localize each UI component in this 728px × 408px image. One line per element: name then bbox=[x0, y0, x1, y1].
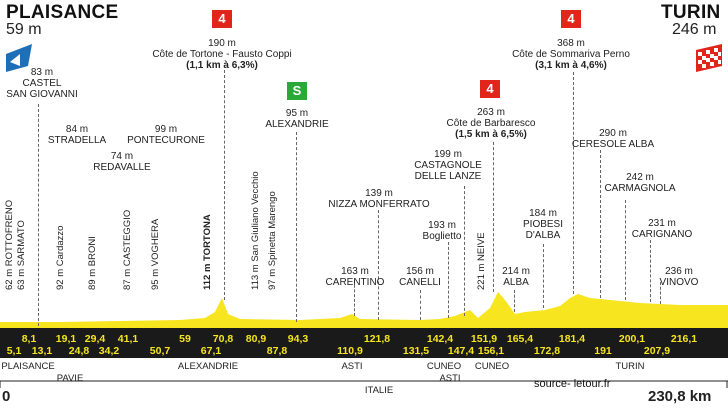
marker-line bbox=[600, 150, 602, 298]
km-marker: 5,1 bbox=[6, 345, 22, 357]
vertical-waypoint-label: 89 m BRONI bbox=[87, 236, 98, 290]
vertical-waypoint-label: 92 m Cardazzo bbox=[55, 225, 66, 290]
marker-line bbox=[354, 280, 356, 316]
region-label: CUNEO bbox=[426, 361, 462, 372]
road-band bbox=[0, 326, 728, 358]
km-marker: 41,1 bbox=[117, 333, 139, 345]
vertical-waypoint-label: 62 m ROTTOFRENO bbox=[4, 199, 15, 290]
km-marker: 207,9 bbox=[643, 345, 671, 357]
sprint-badge: S bbox=[287, 82, 307, 100]
km-marker: 110,9 bbox=[337, 345, 363, 357]
marker-line bbox=[378, 210, 380, 320]
km-marker: 181,4 bbox=[558, 333, 586, 345]
km-marker: 80,9 bbox=[245, 333, 267, 345]
marker-line bbox=[296, 132, 298, 322]
km-marker: 50,7 bbox=[149, 345, 171, 357]
marker-line bbox=[38, 104, 40, 326]
km-marker: 172,8 bbox=[533, 345, 561, 357]
marker-line bbox=[573, 72, 575, 294]
start-altitude: 59 m bbox=[6, 21, 42, 38]
km-marker: 70,8 bbox=[212, 333, 234, 345]
km-marker: 121,8 bbox=[363, 333, 391, 345]
region-label: PLAISANCE bbox=[1, 361, 55, 372]
region-label: ASTI bbox=[439, 373, 461, 384]
marker-line bbox=[420, 290, 422, 320]
marker-line bbox=[660, 282, 662, 304]
km-marker: 191 bbox=[594, 345, 612, 357]
axis-start: 0 bbox=[2, 388, 11, 405]
climb-category-badge: 4 bbox=[561, 10, 581, 28]
km-marker: 94,3 bbox=[287, 333, 309, 345]
km-marker: 24,8 bbox=[68, 345, 90, 357]
km-marker: 147,4 bbox=[447, 345, 475, 357]
start-city: PLAISANCE bbox=[6, 2, 119, 23]
km-marker: 142,4 bbox=[426, 333, 454, 345]
marker-line bbox=[448, 242, 450, 318]
marker-line bbox=[543, 244, 545, 308]
vertical-waypoint-label: 113 m San Giuliano Vecchio bbox=[250, 171, 261, 290]
marker-line bbox=[493, 142, 495, 292]
km-marker: 151,9 bbox=[470, 333, 498, 345]
km-marker: 59 bbox=[179, 333, 191, 345]
start-flag-icon bbox=[6, 44, 32, 72]
km-marker: 13,1 bbox=[31, 345, 53, 357]
region-label: ASTI bbox=[341, 361, 363, 372]
region-label: PAVIE bbox=[56, 373, 84, 384]
vertical-waypoint-label: 221 m NEIVE bbox=[476, 232, 487, 290]
marker-line bbox=[514, 290, 516, 312]
vertical-waypoint-label: 112 m TORTONA bbox=[202, 214, 213, 290]
km-marker: 34,2 bbox=[98, 345, 120, 357]
km-marker: 67,1 bbox=[200, 345, 222, 357]
finish-flag-icon bbox=[696, 44, 722, 72]
region-label: ALEXANDRIE bbox=[177, 361, 239, 372]
vertical-waypoint-label: 63 m SARMATO bbox=[16, 220, 27, 290]
km-marker: 216,1 bbox=[670, 333, 698, 345]
climb-category-badge: 4 bbox=[480, 80, 500, 98]
vertical-waypoint-label: 87 m CASTEGGIO bbox=[122, 209, 133, 290]
region-label: TURIN bbox=[615, 361, 645, 372]
km-marker: 8,1 bbox=[21, 333, 37, 345]
marker-line bbox=[224, 70, 226, 300]
region-label: ITALIE bbox=[364, 385, 394, 396]
km-marker: 156,1 bbox=[477, 345, 505, 357]
marker-line bbox=[464, 186, 466, 316]
elevation-profile bbox=[0, 292, 728, 326]
marker-line bbox=[650, 240, 652, 302]
km-marker: 165,4 bbox=[506, 333, 534, 345]
finish-altitude: 246 m bbox=[672, 21, 717, 38]
marker-line bbox=[625, 200, 627, 300]
vertical-waypoint-label: 95 m VOGHERA bbox=[150, 218, 161, 290]
km-marker: 29,4 bbox=[84, 333, 106, 345]
km-marker: 19,1 bbox=[55, 333, 77, 345]
km-marker: 131,5 bbox=[402, 345, 430, 357]
axis-end: 230,8 km bbox=[648, 388, 712, 405]
region-label: CUNEO bbox=[474, 361, 510, 372]
km-marker: 200,1 bbox=[618, 333, 646, 345]
vertical-waypoint-label: 97 m Spinetta Marengo bbox=[267, 191, 278, 290]
finish-city: TURIN bbox=[661, 2, 721, 23]
climb-category-badge: 4 bbox=[212, 10, 232, 28]
km-marker: 87,8 bbox=[266, 345, 288, 357]
source-credit: source- letour.fr bbox=[534, 378, 611, 390]
